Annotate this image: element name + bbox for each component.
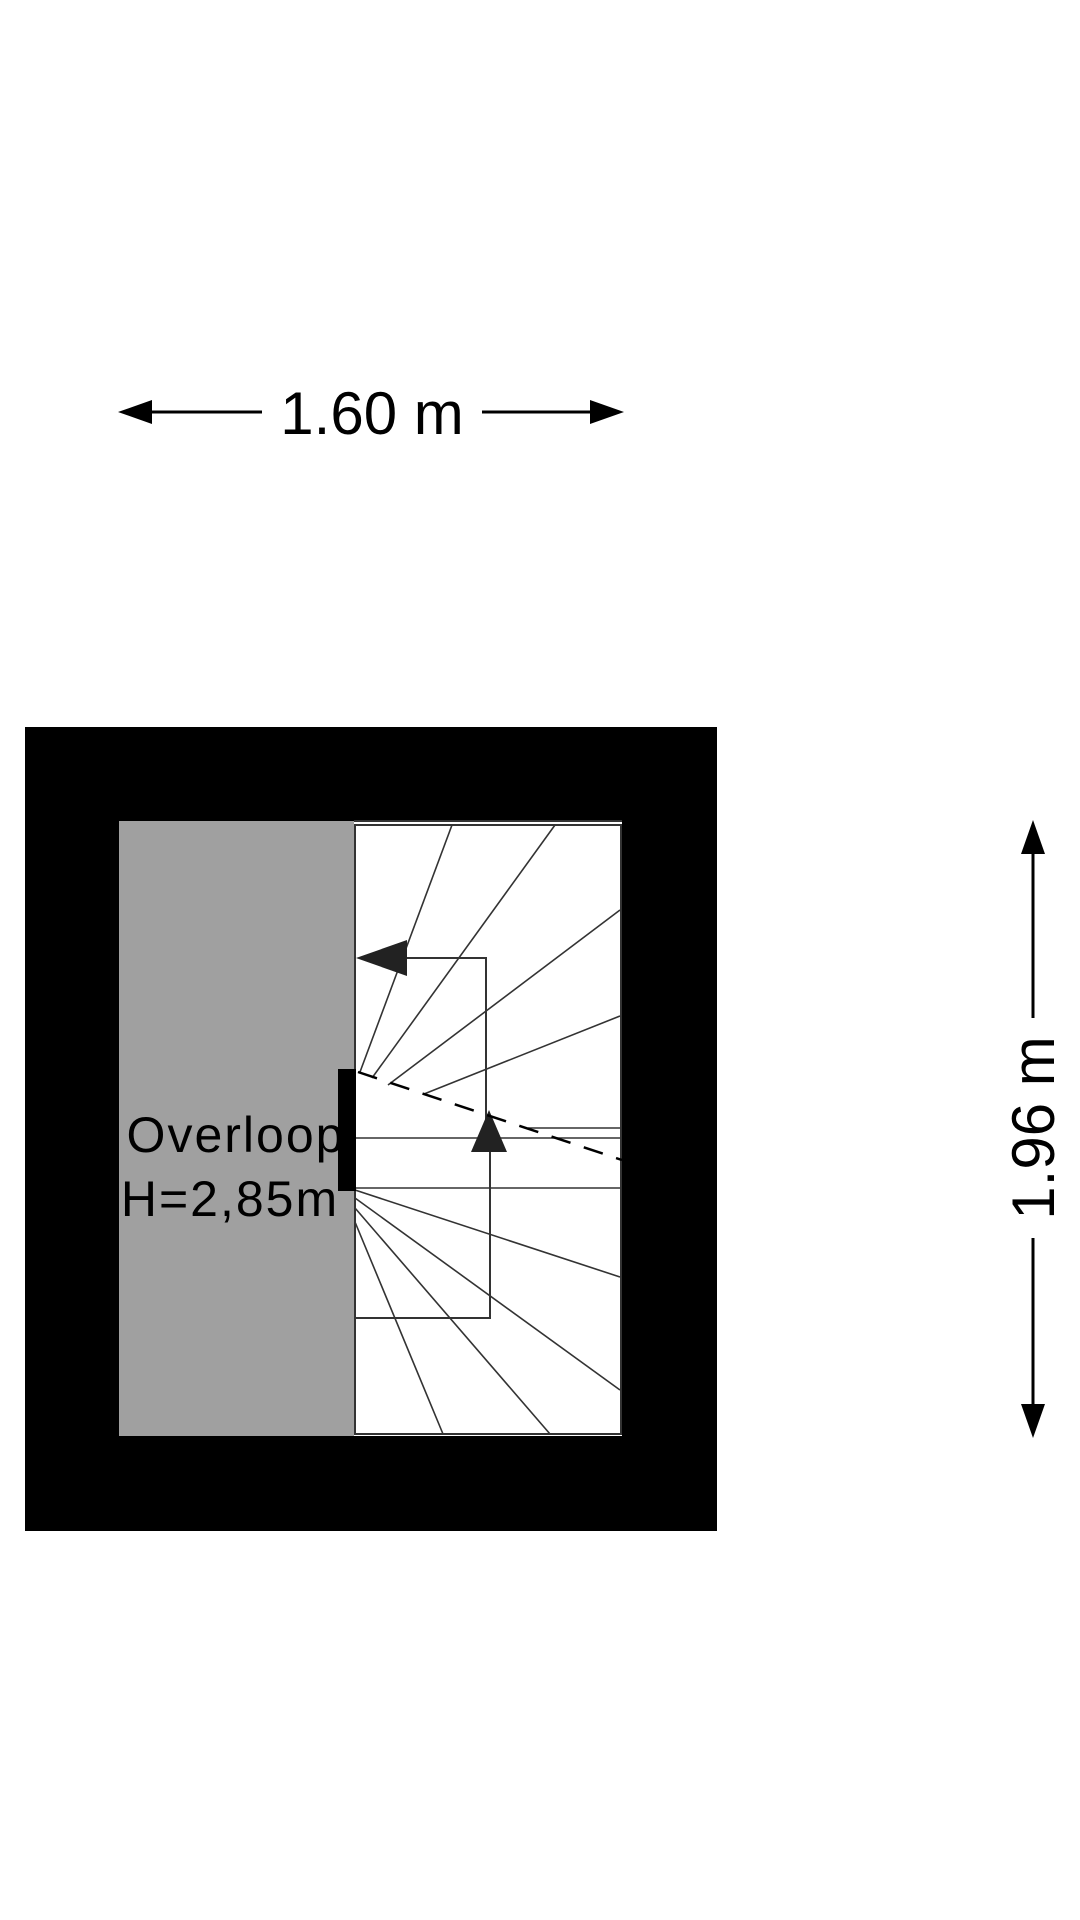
arrow-up-icon bbox=[1021, 820, 1045, 854]
stair-treads-lower bbox=[354, 1187, 621, 1435]
walking-line-lower bbox=[355, 1140, 491, 1319]
arrow-left-icon bbox=[118, 400, 152, 424]
width-dimension: 1.60 m bbox=[118, 380, 624, 447]
stair-tread bbox=[354, 1189, 621, 1278]
stair-tread bbox=[354, 1207, 551, 1435]
stair-cut-line bbox=[357, 1070, 623, 1162]
height-dimension-label: 1.96 m bbox=[1000, 1036, 1067, 1219]
room-height: H=2,85m bbox=[121, 1171, 339, 1227]
walking-line-upper bbox=[400, 957, 487, 1130]
stair-tread bbox=[354, 1221, 444, 1435]
stair-tread bbox=[354, 1197, 621, 1391]
arrow-right-icon bbox=[590, 400, 624, 424]
stair-post bbox=[338, 1069, 356, 1191]
stair-direction-left-arrow-icon bbox=[356, 940, 407, 976]
landing-floor bbox=[119, 821, 355, 1436]
stair-direction-up-arrow-icon bbox=[471, 1110, 507, 1152]
stair-tread bbox=[371, 824, 556, 1079]
arrow-down-icon bbox=[1021, 1404, 1045, 1438]
room-name: Overloop bbox=[127, 1107, 346, 1163]
stair-walking-line bbox=[355, 957, 491, 1319]
stair-tread bbox=[387, 909, 621, 1086]
stair-treads-upper bbox=[355, 824, 621, 1139]
height-dimension: 1.96 m bbox=[1000, 820, 1067, 1438]
stair-tread bbox=[423, 1015, 621, 1095]
width-dimension-label: 1.60 m bbox=[280, 380, 463, 447]
